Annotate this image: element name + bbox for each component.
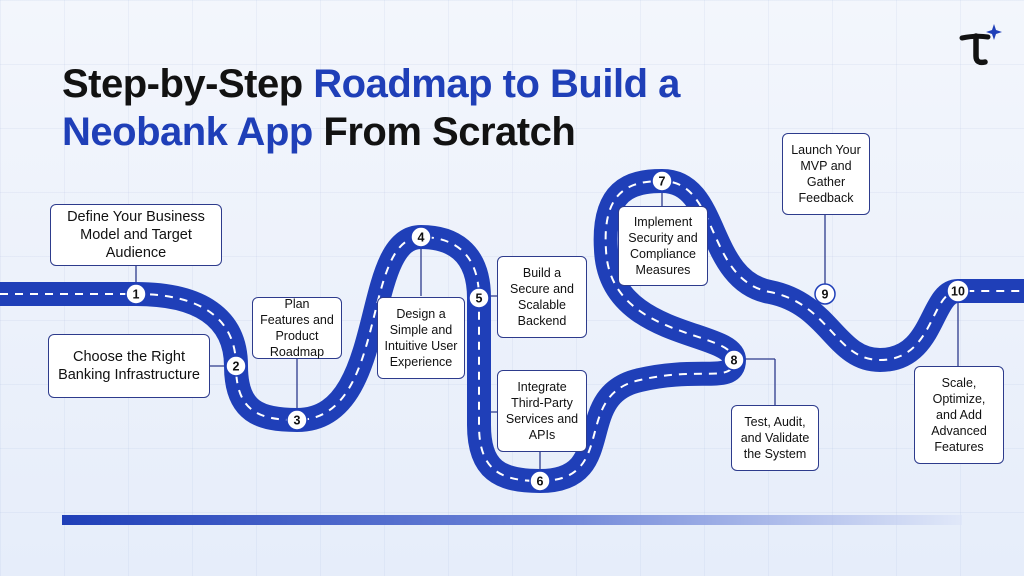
step-3-marker: 3 bbox=[286, 409, 308, 431]
step-7-marker: 7 bbox=[651, 170, 673, 192]
step-1-label: Define Your Business Model and Target Au… bbox=[67, 209, 205, 261]
step-3-label: Plan Features and Product Roadmap bbox=[260, 297, 334, 359]
step-2-box: Choose the Right Banking Infrastructure bbox=[48, 334, 210, 398]
step-7-label: Implement Security and Compliance Measur… bbox=[628, 215, 698, 277]
step-9-box: Launch Your MVP and Gather Feedback bbox=[782, 133, 870, 215]
step-1-box: Define Your Business Model and Target Au… bbox=[50, 204, 222, 266]
step-1-number: 1 bbox=[133, 288, 140, 302]
step-8-number: 8 bbox=[731, 354, 738, 368]
step-2-number: 2 bbox=[233, 360, 240, 374]
step-5-number: 5 bbox=[476, 292, 483, 306]
step-4-marker: 4 bbox=[410, 226, 432, 248]
step-4-box: Design a Simple and Intuitive User Exper… bbox=[377, 297, 465, 379]
step-8-box: Test, Audit, and Validate the System bbox=[731, 405, 819, 471]
step-6-number: 6 bbox=[537, 475, 544, 489]
step-3-number: 3 bbox=[294, 414, 301, 428]
step-6-marker: 6 bbox=[529, 470, 551, 492]
step-6-box: Integrate Third-Party Services and APIs bbox=[497, 370, 587, 452]
step-7-number: 7 bbox=[659, 175, 666, 189]
step-3-box: Plan Features and Product Roadmap bbox=[252, 297, 342, 359]
step-2-marker: 2 bbox=[225, 355, 247, 377]
step-9-label: Launch Your MVP and Gather Feedback bbox=[791, 143, 861, 205]
step-10-marker: 10 bbox=[946, 279, 970, 303]
step-5-label: Build a Secure and Scalable Backend bbox=[510, 266, 574, 328]
step-5-box: Build a Secure and Scalable Backend bbox=[497, 256, 587, 338]
bottom-gradient-bar bbox=[62, 515, 962, 525]
step-4-label: Design a Simple and Intuitive User Exper… bbox=[384, 307, 458, 369]
title-accent-1: Roadmap to Build a bbox=[313, 62, 680, 106]
step-2-label: Choose the Right Banking Infrastructure bbox=[58, 349, 200, 383]
brand-t-logo-icon bbox=[959, 24, 1002, 66]
step-8-marker: 8 bbox=[723, 349, 745, 371]
step-10-number: 10 bbox=[951, 285, 965, 299]
title-plain-1: Step-by-Step bbox=[62, 62, 314, 106]
step-9-number: 9 bbox=[822, 288, 829, 302]
step-10-label: Scale, Optimize, and Add Advanced Featur… bbox=[931, 376, 987, 454]
step-6-label: Integrate Third-Party Services and APIs bbox=[505, 380, 579, 442]
step-1-marker: 1 bbox=[125, 283, 147, 305]
step-5-marker: 5 bbox=[468, 287, 490, 309]
step-7-box: Implement Security and Compliance Measur… bbox=[618, 206, 708, 286]
step-4-number: 4 bbox=[418, 231, 425, 245]
step-9-marker: 9 bbox=[814, 283, 836, 305]
step-8-label: Test, Audit, and Validate the System bbox=[740, 415, 810, 461]
step-10-box: Scale, Optimize, and Add Advanced Featur… bbox=[914, 366, 1004, 464]
title-plain-2: From Scratch bbox=[312, 110, 576, 154]
title-accent-2: Neobank App bbox=[62, 110, 313, 154]
road-center-dashes bbox=[0, 179, 1024, 483]
